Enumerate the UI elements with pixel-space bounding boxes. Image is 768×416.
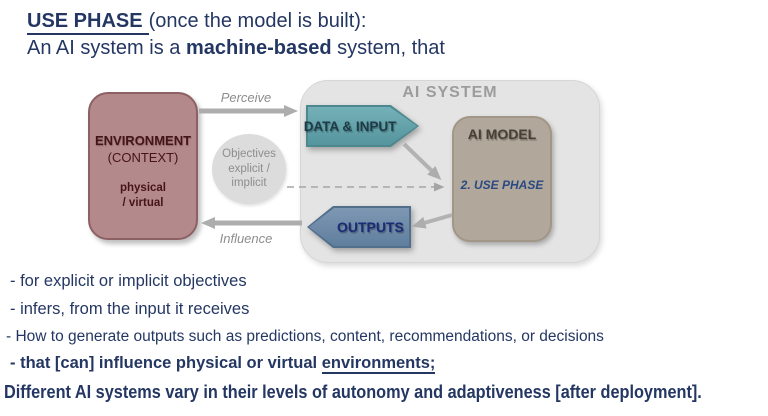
title-rest: (once the model is built): — [148, 10, 367, 32]
bullet-objectives: - for explicit or implicit objectives — [10, 272, 247, 290]
page-subtitle: An AI system is a machine-based system, … — [27, 37, 445, 60]
ai-system-label: AI SYSTEM — [402, 84, 498, 101]
subtitle-pre: An AI system is a — [27, 37, 186, 59]
objectives-line1: Objectives — [222, 148, 276, 161]
influence-label: Influence — [219, 231, 273, 246]
bullet-outputs: - How to generate outputs such as predic… — [6, 328, 604, 345]
title-use-phase: USE PHASE — [27, 10, 149, 35]
data-input-shape: DATA & INPUT — [303, 105, 419, 147]
page-title: USE PHASE(once the model is built): — [27, 10, 367, 35]
environment-virtual-label: / virtual — [122, 197, 164, 209]
ai-model-label: AI MODEL — [467, 126, 537, 142]
bullet-influence: - that [can] influence physical or virtu… — [10, 354, 436, 374]
footer-statement: Different AI systems vary in their level… — [4, 381, 702, 402]
bullet-influence-underlined: environments; — [321, 354, 436, 374]
environment-title: ENVIRONMENT — [94, 133, 192, 148]
objectives-line2: explicit / — [228, 162, 270, 175]
data-input-label: DATA & INPUT — [303, 118, 397, 134]
bullet-infers: - infers, from the input it receives — [10, 300, 250, 318]
use-phase-step-label: 2. USE PHASE — [460, 178, 544, 192]
objectives-line3: implicit — [231, 177, 267, 190]
perceive-label: Perceive — [220, 90, 272, 105]
subtitle-bold: machine-based — [185, 37, 332, 59]
outputs-label: OUTPUTS — [336, 219, 404, 235]
environment-physical-label: physical — [119, 182, 167, 194]
outputs-shape: OUTPUTS — [307, 206, 411, 248]
bullet-influence-pre: - that [can] influence physical or virtu… — [10, 354, 322, 372]
ai-model-box: AI MODEL 2. USE PHASE — [452, 116, 552, 242]
objectives-ellipse: Objectives explicit / implicit — [212, 134, 286, 204]
environment-subtitle: (CONTEXT) — [107, 150, 179, 165]
environment-box: ENVIRONMENT (CONTEXT) physical / virtual — [88, 92, 198, 240]
subtitle-post: system, that — [331, 37, 445, 59]
